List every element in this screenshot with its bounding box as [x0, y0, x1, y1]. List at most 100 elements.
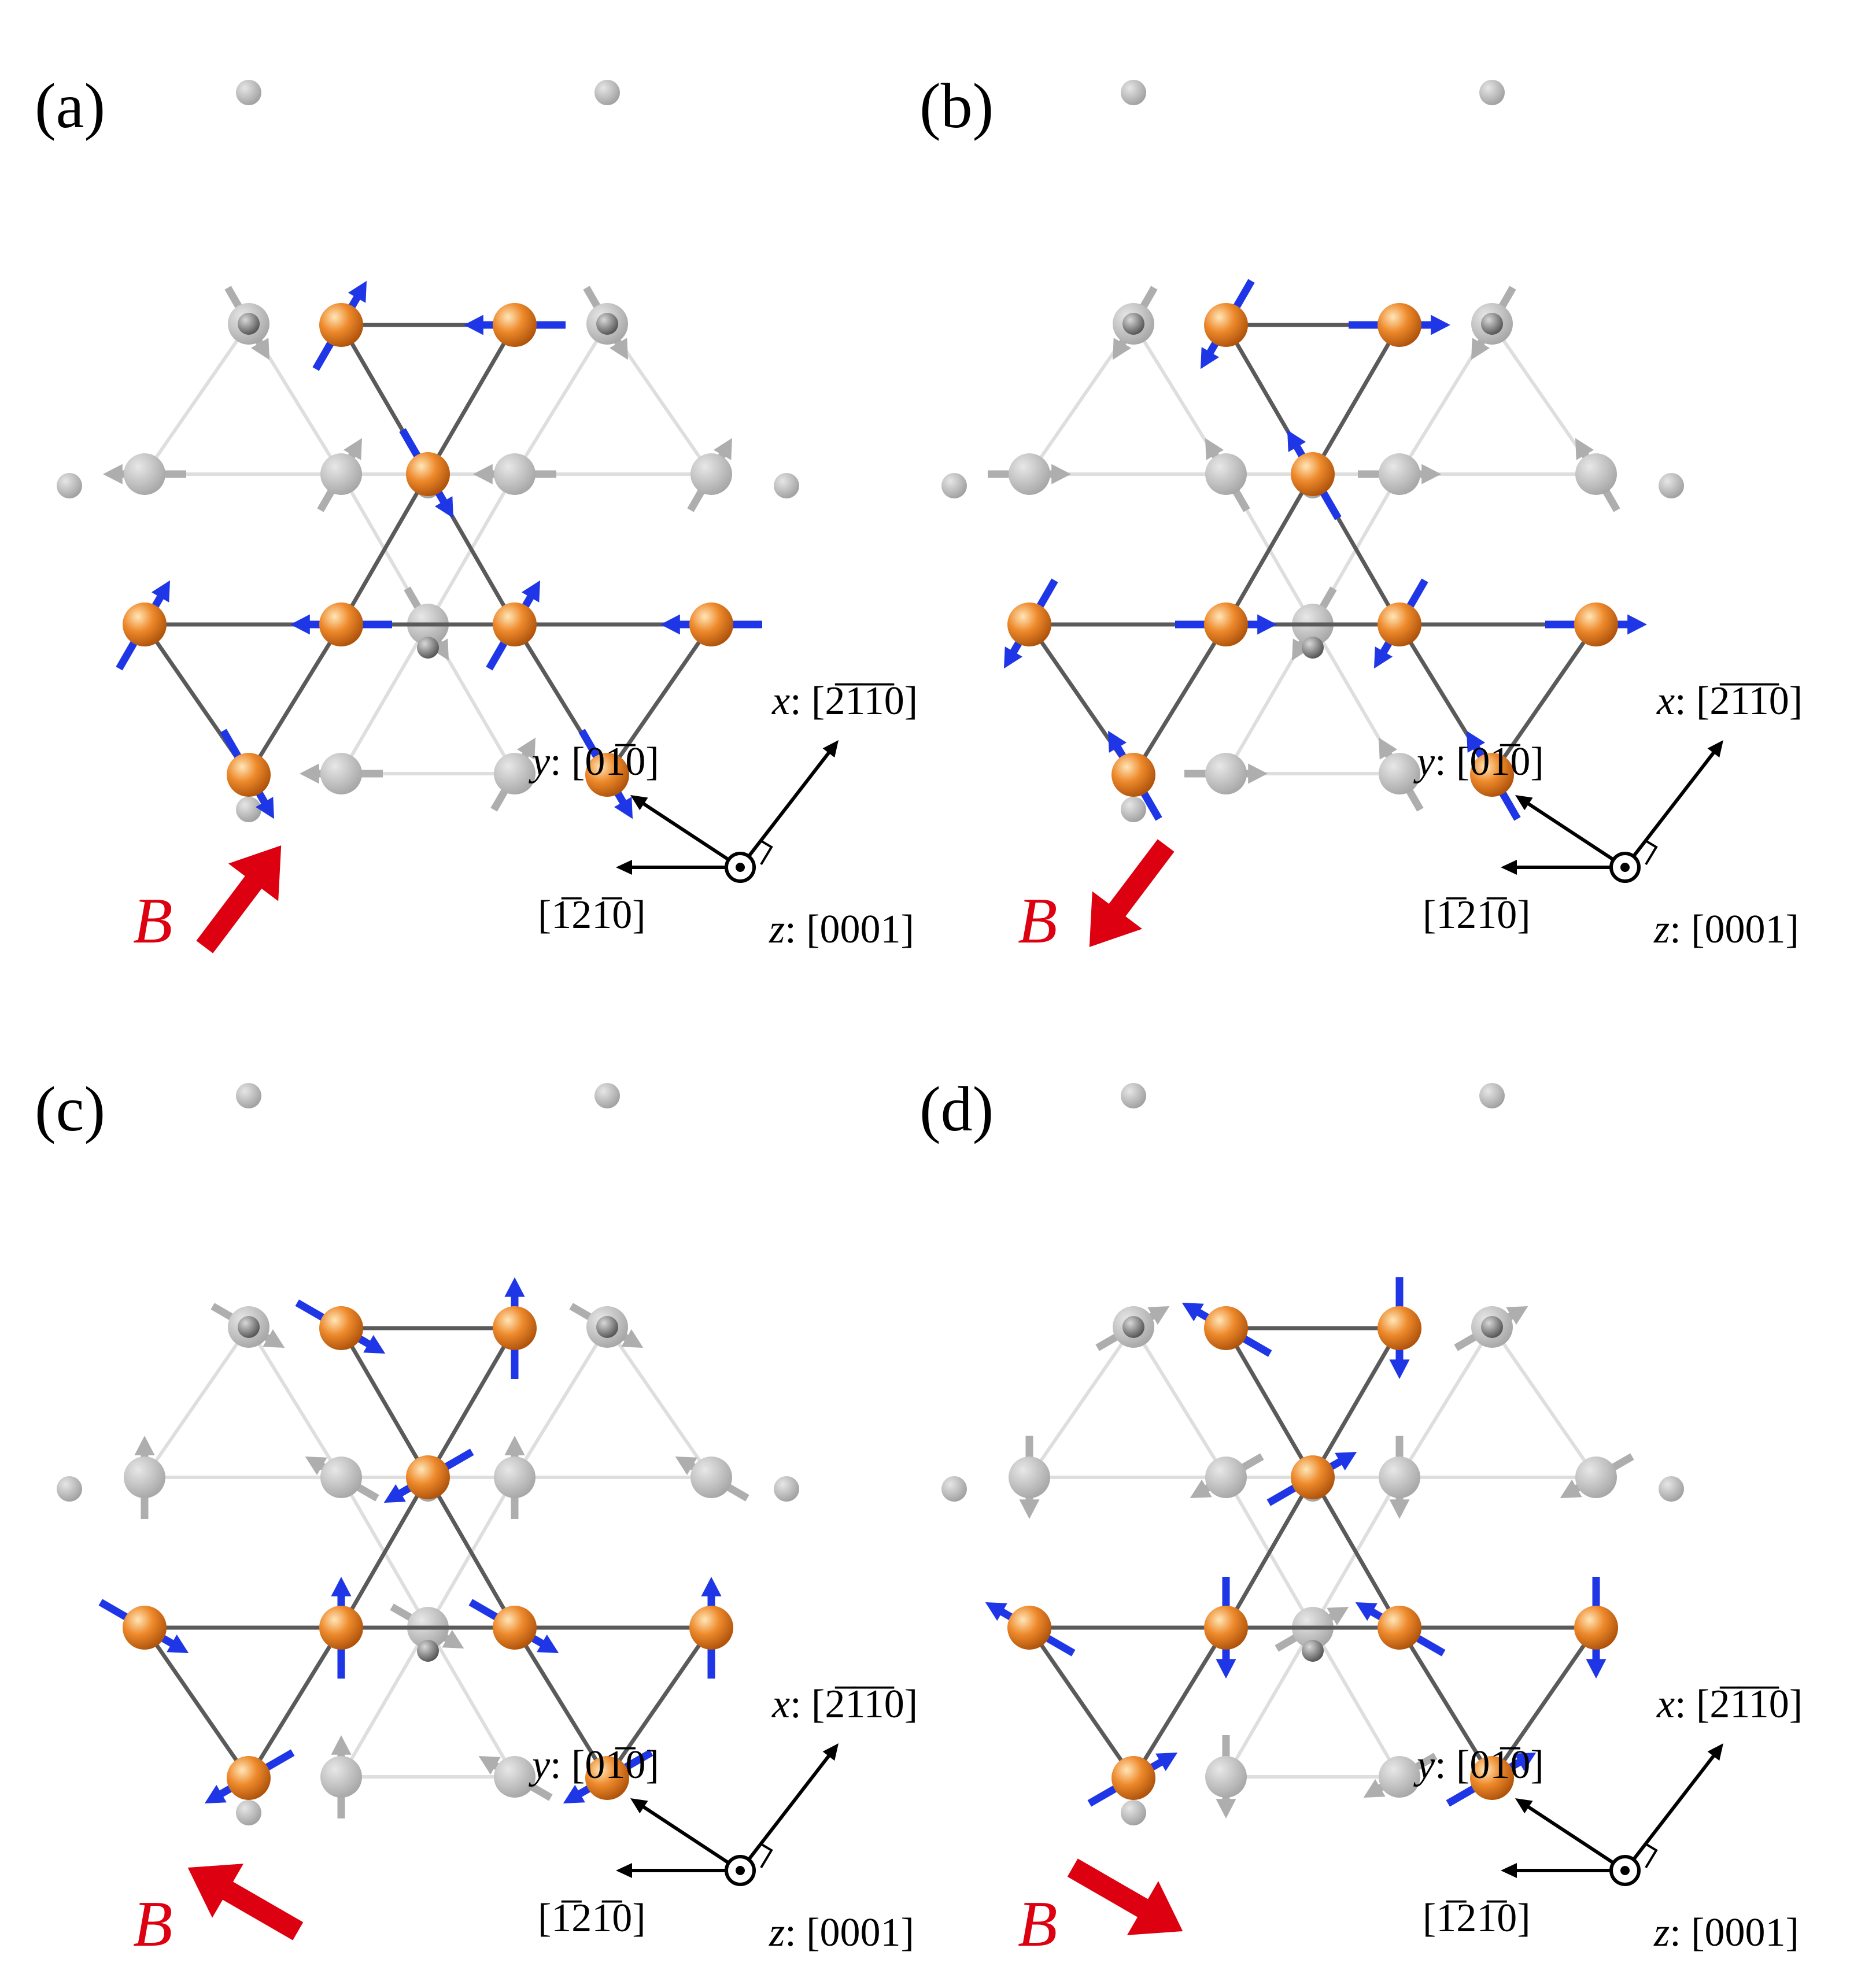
front-bond — [247, 1627, 343, 1779]
back-spin-arrow-head — [1113, 338, 1132, 360]
back-atom — [320, 453, 362, 495]
x-axis-label-colon: : — [1675, 679, 1696, 723]
small-atom — [1659, 1476, 1684, 1502]
y-axis-label-name: y — [529, 1743, 551, 1787]
z-axis-label: z: [0001] — [1653, 1910, 1799, 1955]
small-atom — [1121, 797, 1146, 822]
axes-triad: x: [2̅1̅1̅0]y: [01̅0][1̅21̅0]z: [0001] — [529, 1682, 918, 1955]
front-spin-arrow-head — [464, 315, 483, 335]
axes-triad: x: [2̅1̅1̅0]y: [01̅0][1̅21̅0]z: [0001] — [529, 679, 918, 952]
x-axis-label-name: x — [1656, 1682, 1675, 1727]
front-spin-arrow-head — [701, 1577, 722, 1596]
back-bond — [1490, 1326, 1598, 1478]
front-spin-arrow-head — [1287, 430, 1306, 452]
z-axis-label-colon: : — [785, 1910, 806, 1955]
small-atom — [1121, 1083, 1146, 1108]
field-label: B — [1018, 885, 1057, 957]
front-spin-arrow-head — [1374, 646, 1393, 669]
back-spin-arrow-head — [1216, 1799, 1236, 1818]
small-atom — [1122, 313, 1144, 335]
front-atom — [1378, 303, 1421, 347]
front-spin-arrow-head — [204, 1784, 227, 1803]
back-bond — [513, 1326, 609, 1478]
right-angle-mark — [1644, 1842, 1658, 1869]
panel-label: (c) — [35, 1074, 105, 1144]
small-atom — [594, 80, 620, 105]
front-atom — [123, 602, 167, 646]
back-spin-arrow-head — [1051, 464, 1071, 485]
front-spin-arrow-head — [1431, 315, 1450, 335]
front-bond — [1132, 623, 1228, 776]
back-spin-arrow-head — [430, 638, 449, 661]
neg-axis-arrow-head — [1501, 1863, 1517, 1878]
small-atom — [238, 1316, 260, 1338]
front-spin-arrow-head — [563, 1784, 585, 1803]
front-bond — [605, 1627, 713, 1779]
x-axis-label-name: x — [1656, 679, 1675, 723]
neg-axis-label-index: [1̅21̅0] — [538, 1896, 646, 1940]
front-atom — [1111, 1756, 1155, 1800]
back-atom — [1379, 1457, 1420, 1498]
front-spin-arrow-head — [1108, 730, 1127, 753]
small-atom — [941, 473, 967, 498]
z-axis-label-index: [0001] — [806, 907, 914, 952]
front-atom — [1378, 1606, 1421, 1650]
front-atom — [493, 602, 537, 646]
front-bond — [1310, 324, 1402, 475]
z-axis-label-name: z — [769, 1910, 785, 1955]
z-axis-dot — [736, 1866, 745, 1875]
small-atom — [774, 1476, 799, 1502]
front-spin-arrow-head — [614, 797, 633, 819]
x-axis-arrow — [1623, 1750, 1719, 1872]
back-spin-arrow-head — [442, 1629, 464, 1648]
z-axis-label-index: [0001] — [1691, 907, 1799, 952]
back-bond — [339, 1627, 430, 1778]
front-spin-arrow-head — [1389, 1359, 1410, 1379]
back-spin-arrow-head — [1575, 438, 1594, 460]
front-atom — [1204, 602, 1248, 646]
front-spin-arrow-head — [1004, 646, 1023, 669]
y-axis-arrow — [1523, 799, 1626, 869]
front-atom — [319, 303, 363, 347]
front-atom — [1111, 753, 1155, 797]
front-bond — [1028, 1627, 1135, 1779]
front-atom — [406, 1455, 450, 1499]
back-bond — [426, 1627, 516, 1778]
front-spin-arrow-head — [331, 1577, 352, 1596]
front-bond — [143, 1627, 250, 1779]
back-bond — [1028, 1326, 1135, 1478]
right-angle-mark — [759, 1842, 773, 1869]
y-axis-label-index: [01̅0] — [571, 1743, 659, 1787]
back-atom — [1575, 1457, 1617, 1498]
back-spin-arrow-head — [713, 438, 732, 460]
front-bond — [1224, 1476, 1315, 1629]
y-axis-label-index: [01̅0] — [571, 740, 659, 784]
front-atom — [319, 1306, 363, 1350]
front-atom — [1204, 1606, 1248, 1650]
front-spin-arrow-head — [167, 1634, 189, 1653]
y-axis-arrow-head — [630, 1798, 648, 1814]
y-axis-arrow-head — [1515, 795, 1533, 811]
back-atom — [494, 1756, 536, 1798]
x-axis-arrow-head — [1707, 740, 1723, 758]
z-axis-label-colon: : — [1670, 907, 1691, 952]
back-spin-arrow-head — [516, 737, 536, 760]
z-axis-label-name: z — [1653, 1910, 1670, 1955]
x-axis-label-index: [2̅1̅1̅0] — [811, 1682, 918, 1727]
front-spin-arrow-head — [363, 1335, 386, 1354]
z-axis-label: z: [0001] — [769, 907, 914, 952]
front-atom — [1204, 1306, 1248, 1350]
front-atom — [493, 303, 537, 347]
front-atom — [1378, 1306, 1421, 1350]
front-atom — [1574, 602, 1618, 646]
back-spin-arrow-head — [621, 1329, 644, 1348]
front-spin-arrow-head — [985, 1602, 1007, 1621]
front-spin-arrow-head — [1155, 1753, 1178, 1772]
front-bond — [426, 1327, 517, 1478]
small-atom — [596, 1316, 618, 1338]
front-atom — [1007, 1606, 1051, 1650]
front-atom — [585, 753, 629, 797]
back-bond — [247, 1326, 343, 1478]
front-spin-arrow-head — [151, 580, 170, 602]
back-spin-arrow-head — [1363, 1779, 1386, 1798]
